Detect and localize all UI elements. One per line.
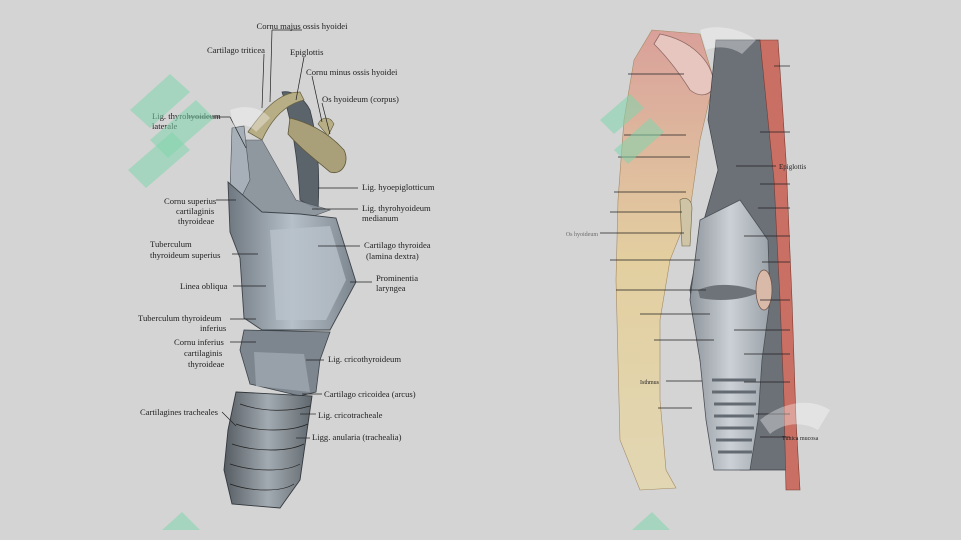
label-cornu-superius-1: Cornu superius (164, 196, 217, 206)
label-cornu-inferius-2: cartilaginis (184, 348, 223, 358)
sagittal-section-illustration (615, 29, 801, 491)
label-ligg-anularia: Ligg. anularia (trachealia) (312, 432, 402, 442)
watermark-logo-right (600, 27, 830, 530)
label-linea-obliqua: Linea obliqua (180, 281, 228, 291)
larynx-lateral-illustration (223, 91, 357, 509)
hyoid-bone-shape (247, 91, 305, 141)
label-tuberculum-superius-2: thyroideum superius (150, 250, 221, 260)
label-lig-cricothyroideum: Lig. cricothyroideum (328, 354, 401, 364)
trachea-shape (223, 391, 313, 509)
label-prominentia-2: laryngea (376, 283, 406, 293)
label-tuberculum-superius-1: Tuberculum (150, 239, 192, 249)
label-prominentia-1: Prominentia (376, 273, 418, 283)
epiglottis-section-shape (653, 33, 715, 96)
label-cartilago-triticea: Cartilago triticea (207, 45, 265, 55)
posterior-wall-shape (759, 39, 801, 491)
hyoid-section-shape (679, 198, 693, 247)
cricoid-lamina-section (755, 269, 773, 311)
label-cartilago-thyroidea-2: (lamina dextra) (366, 251, 419, 261)
hyoid-body-shape (287, 117, 347, 174)
right-labels: Epiglottis Os hyoideum Isthmus Tunica mu… (566, 163, 819, 442)
label-lig-thyrohyoideum-laterale-2: laterale (152, 121, 177, 131)
right-leader-lines (600, 65, 790, 438)
trachea-section-rings (712, 378, 756, 454)
label-lig-thyrohyoideum-medianum-2: medianum (362, 213, 399, 223)
label-cornu-minus: Cornu minus ossis hyoidei (306, 67, 398, 77)
vocal-fold-shape (698, 284, 760, 300)
label-epiglottis-right: Epiglottis (779, 163, 807, 171)
label-epiglottis-left: Epiglottis (290, 47, 324, 57)
label-cartilago-thyroidea-1: Cartilago thyroidea (364, 240, 431, 250)
label-tuberculum-inferius-2: inferius (200, 323, 227, 333)
left-leader-lines (188, 29, 372, 439)
label-os-hyoideum-right: Os hyoideum (566, 232, 598, 238)
lateral-ligament-shape (229, 125, 251, 201)
label-os-hyoideum: Os hyoideum (corpus) (322, 94, 399, 104)
watermark-logo-left (128, 74, 270, 530)
label-cornu-inferius-1: Cornu inferius (174, 337, 225, 347)
thyroid-lamina-highlight (270, 226, 346, 320)
cricoid-arch-shape (254, 352, 310, 392)
label-lig-cricotracheale: Lig. cricotracheale (318, 410, 383, 420)
label-lig-hyoepiglotticum: Lig. hyoepiglotticum (362, 182, 435, 192)
label-isthmus: Isthmus (640, 380, 660, 386)
cornu-minus-shape (317, 117, 335, 137)
label-cornu-superius-3: thyroideae (178, 216, 214, 226)
label-tuberculum-inferius-1: Tuberculum thyroideum (138, 313, 222, 323)
label-lig-thyrohyoideum-medianum-1: Lig. thyrohyoideum (362, 203, 431, 213)
label-cartilagines-tracheales: Cartilagines tracheales (140, 407, 219, 417)
label-cornu-inferius-3: thyroideae (188, 359, 224, 369)
label-tunica-mucosa: Tunica mucosa (782, 436, 819, 442)
label-cornu-majus: Cornu majus ossis hyoidei (257, 21, 349, 31)
label-cartilago-cricoidea: Cartilago cricoidea (arcus) (324, 389, 416, 399)
label-cornu-superius-2: cartilaginis (176, 206, 215, 216)
